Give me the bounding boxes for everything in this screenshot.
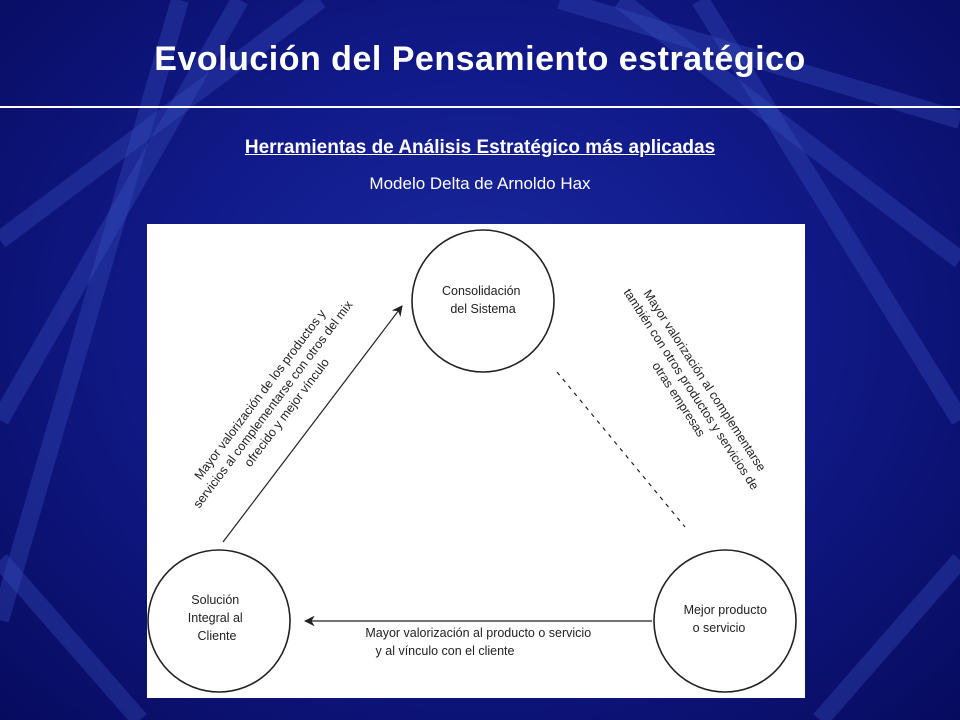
slide-title: Evolución del Pensamiento estratégico: [154, 40, 806, 78]
model-name: Modelo Delta de Arnoldo Hax: [369, 174, 591, 193]
node-consolidacion-circle: [411, 229, 555, 373]
arrow-left-edge: [222, 305, 403, 543]
bottom-edge-line-2: y al vínculo con el cliente: [376, 644, 515, 658]
left-edge-label: Mayor valorización de los productos y se…: [178, 286, 371, 521]
dashed-right-edge: [556, 371, 686, 528]
right-edge-label: Mayor valorización al complementarse tam…: [607, 277, 777, 504]
svg-text:Mayor valorización de los prod: Mayor valorización de los productos y se…: [178, 286, 371, 521]
node-solucion-line-2: Integral al: [188, 611, 243, 625]
title-divider: [0, 106, 960, 108]
node-mejor-producto-line-2: o servicio: [693, 621, 746, 635]
node-consolidacion-line-1: Consolidación: [442, 284, 521, 298]
slide-subtitle: Herramientas de Análisis Estratégico más…: [244, 137, 716, 158]
node-consolidacion-label: Consolidación del Sistema: [442, 284, 524, 316]
node-consolidacion-line-2: del Sistema: [450, 302, 515, 316]
node-solucion-label: Solución Integral al Cliente: [188, 593, 246, 643]
bottom-edge-line-1: Mayor valorización al producto o servici…: [365, 626, 591, 640]
svg-text:Mayor valorización al compleme: Mayor valorización al complementarse tam…: [607, 277, 777, 504]
node-solucion-circle: [147, 549, 291, 693]
bottom-edge-label: Mayor valorización al producto o servici…: [365, 626, 594, 658]
delta-model-diagram: Consolidación del Sistema Solución Integ…: [147, 224, 805, 698]
node-solucion-line-3: Cliente: [198, 629, 237, 643]
node-mejor-producto-circle: [653, 549, 797, 693]
node-solucion-line-1: Solución: [191, 593, 239, 607]
left-edge-line-2: servicios al complementarse con otros de…: [190, 297, 355, 510]
node-mejor-producto-line-1: Mejor producto: [684, 603, 767, 617]
right-edge-line-2: también con otros productos y servicios …: [621, 286, 762, 492]
node-mejor-producto-label: Mejor producto o servicio: [684, 603, 771, 635]
